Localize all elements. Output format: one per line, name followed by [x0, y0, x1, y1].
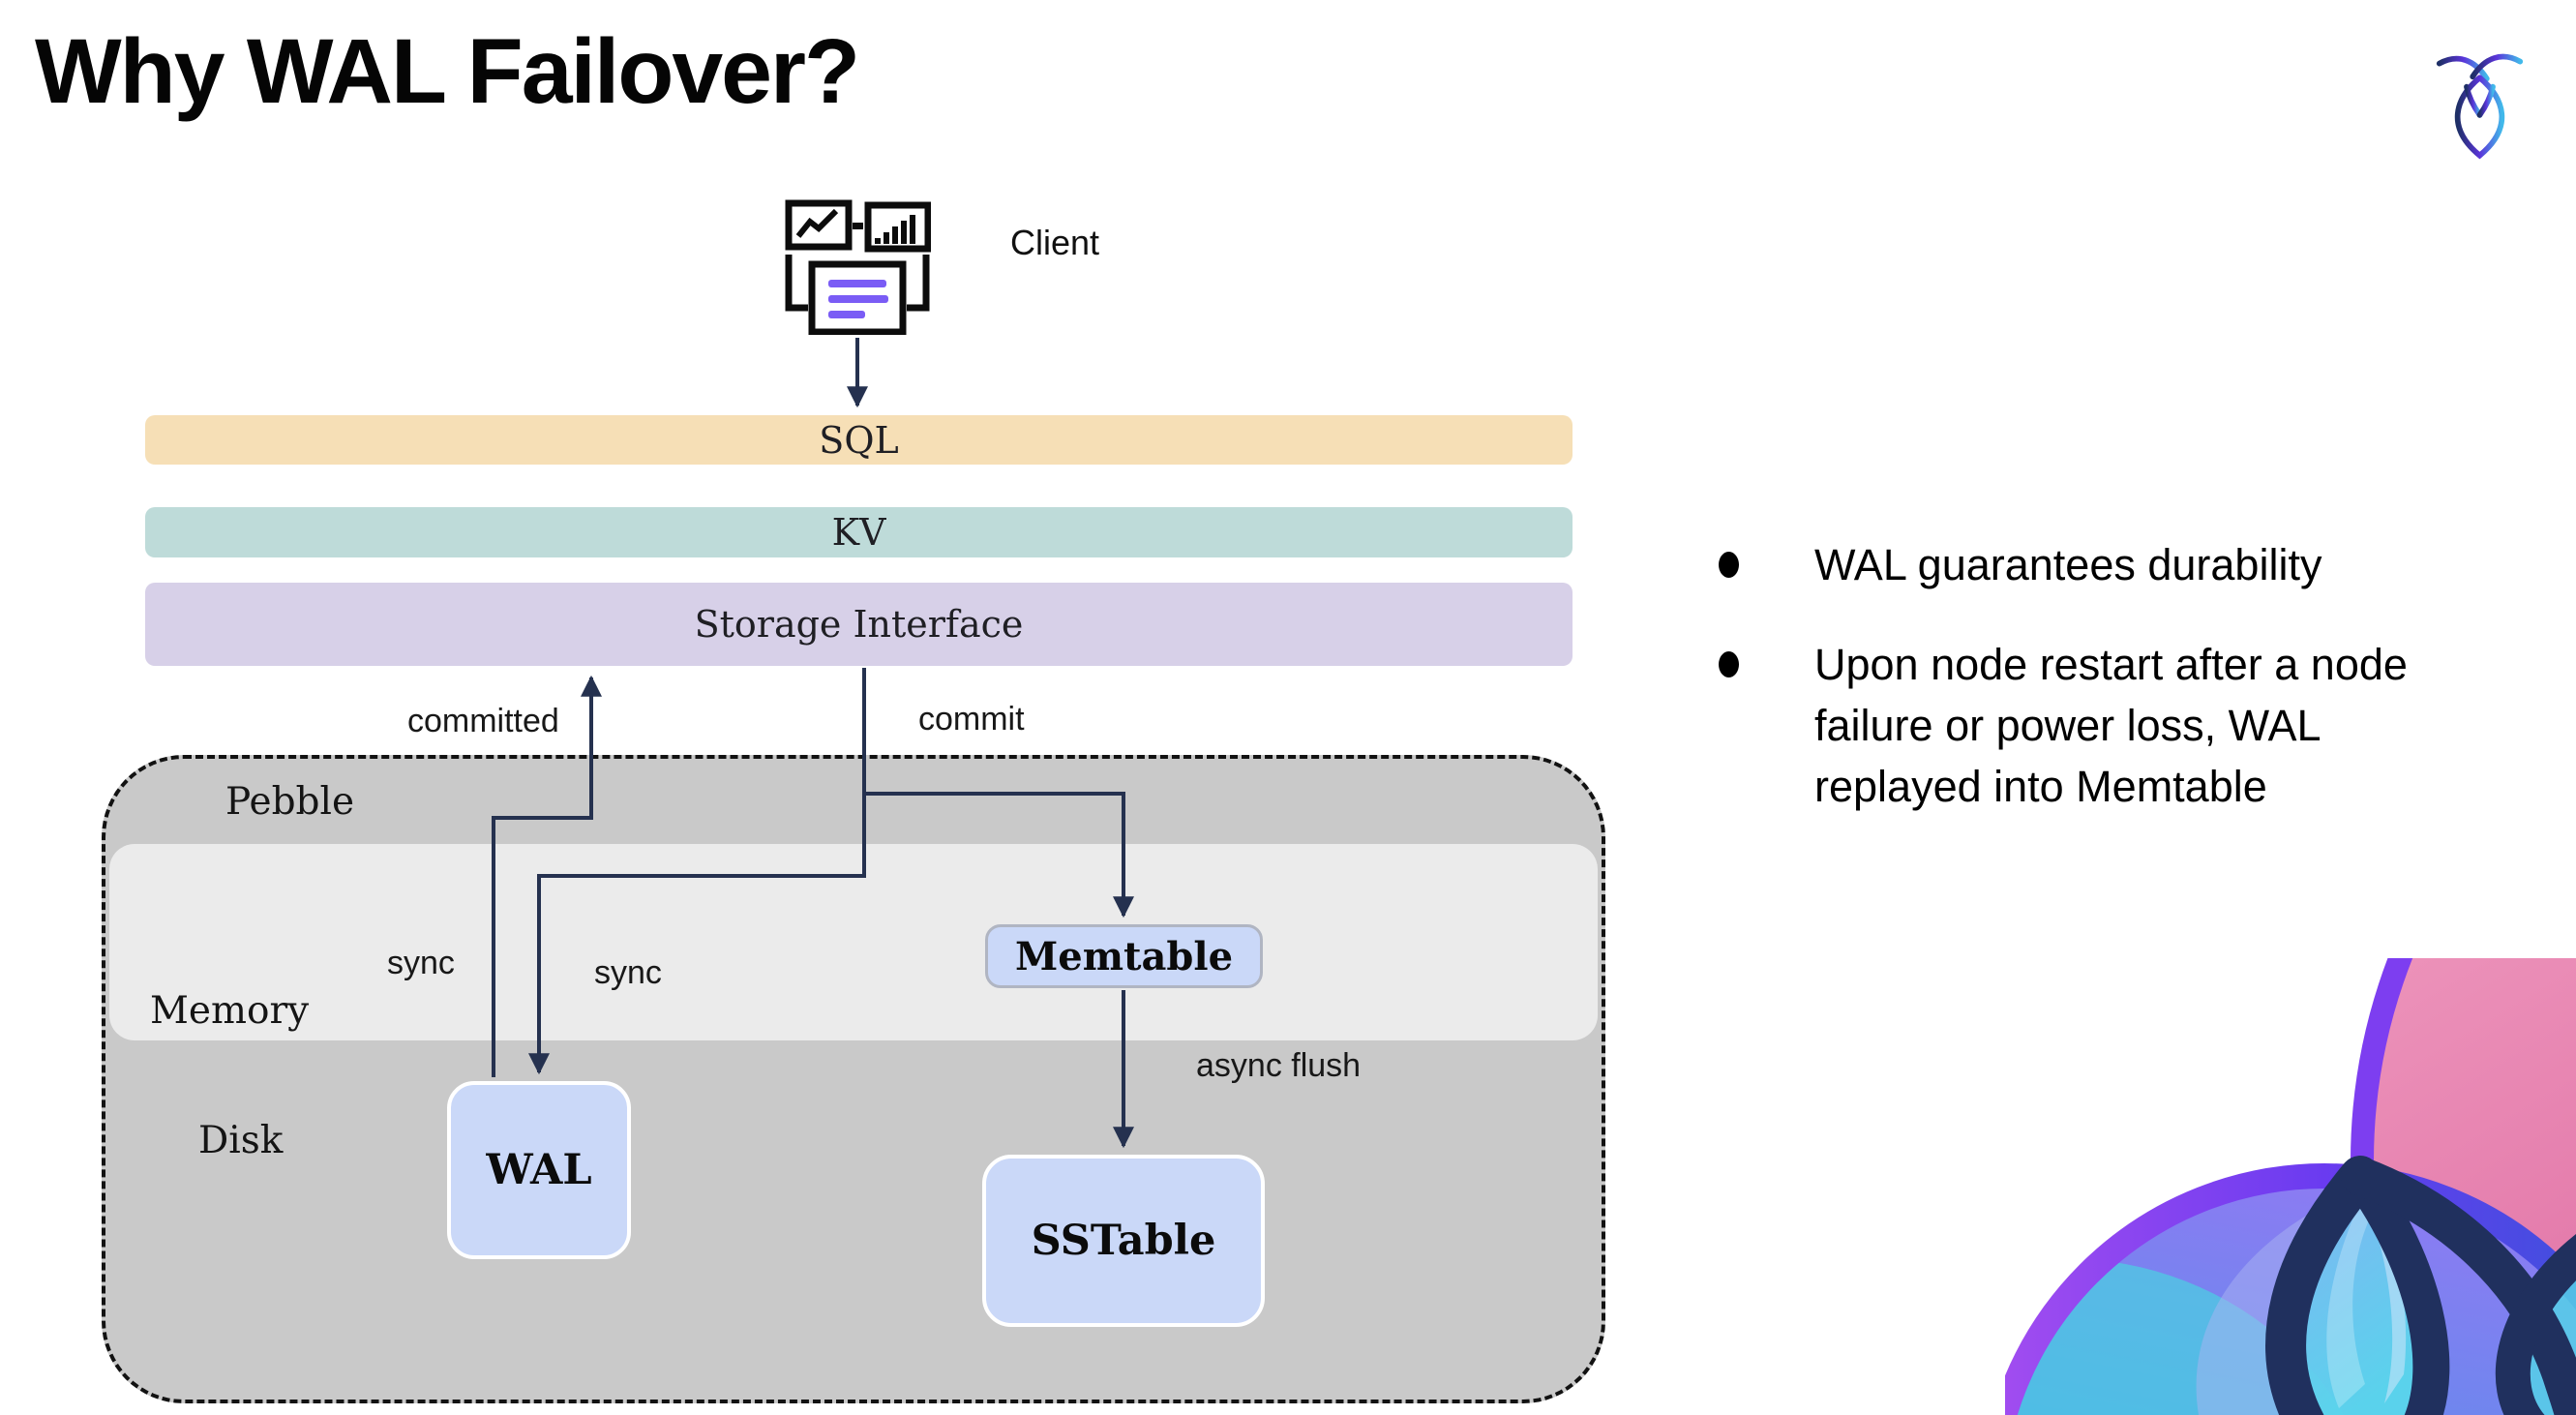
client-label: Client — [1010, 223, 1100, 262]
list-item: WAL guarantees durability — [1711, 534, 2414, 595]
sstable-label: SSTable — [1031, 1217, 1216, 1265]
bullet-list: WAL guarantees durability Upon node rest… — [1711, 534, 2414, 817]
commit-label: commit — [918, 701, 1025, 738]
memtable-label: Memtable — [1014, 933, 1234, 979]
bullet-dot-icon — [1719, 552, 1739, 578]
layer-storage-label: Storage Interface — [694, 603, 1024, 646]
pebble-label: Pebble — [225, 780, 355, 824]
memory-band — [109, 844, 1598, 1040]
bullet-text: Upon node restart after a node failure o… — [1814, 640, 2408, 811]
wal-box: WAL — [447, 1081, 631, 1259]
sstable-box: SSTable — [982, 1155, 1265, 1327]
bullet-dot-icon — [1719, 651, 1739, 677]
brand-corner-art-icon — [2005, 958, 2576, 1415]
sync-left-label: sync — [387, 945, 455, 981]
memory-label: Memory — [150, 989, 310, 1033]
disk-label: Disk — [198, 1119, 284, 1162]
cockroachdb-logo — [2436, 53, 2524, 160]
sync-right-label: sync — [594, 954, 662, 991]
layer-sql: SQL — [145, 415, 1573, 465]
committed-label: committed — [407, 703, 559, 739]
client-icon — [785, 199, 931, 335]
wal-label: WAL — [486, 1146, 592, 1194]
layer-kv: KV — [145, 507, 1573, 557]
bullet-text: WAL guarantees durability — [1814, 540, 2322, 589]
list-item: Upon node restart after a node failure o… — [1711, 634, 2414, 817]
layer-sql-label: SQL — [819, 418, 899, 462]
layer-storage-interface: Storage Interface — [145, 583, 1573, 666]
memtable-box: Memtable — [985, 924, 1263, 988]
page-title: Why WAL Failover? — [35, 20, 860, 123]
layer-kv-label: KV — [831, 511, 886, 554]
async-flush-label: async flush — [1196, 1047, 1362, 1084]
